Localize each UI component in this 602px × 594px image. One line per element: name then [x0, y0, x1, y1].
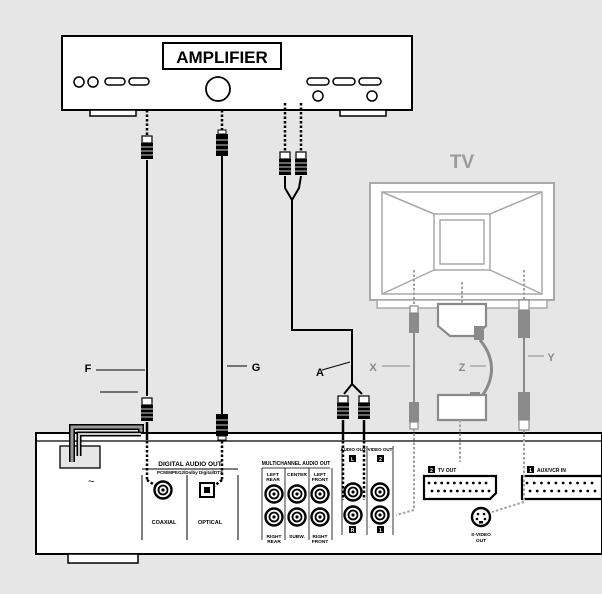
amp-knob-small-2 [87, 76, 99, 88]
player: ~ DIGITAL AUDIO OUT PCM/MPEG2/Dolby Digi… [35, 432, 602, 564]
right-front-label-1: RIGHT [313, 534, 328, 540]
audio-l-jack [343, 482, 363, 502]
cable-z-bottom-scart [436, 393, 488, 422]
left-rear-label-2: REAR [266, 477, 280, 483]
cable-a: A [278, 103, 371, 500]
cable-g-label: G [252, 362, 261, 374]
tv: TV [369, 152, 555, 309]
cable-a-bottom-plug-right [357, 395, 371, 420]
audio-r-label: R [351, 528, 355, 534]
subw-label: SUBW. [289, 534, 305, 540]
cable-f-bottom-plug [140, 397, 154, 422]
video-out-title: VIDEO OUT [368, 447, 393, 452]
svideo-jack [470, 506, 492, 528]
cable-y-bottom-plug [518, 392, 530, 420]
svideo-label-2: OUT [476, 538, 486, 544]
amp-volume-knob [205, 76, 231, 102]
tv-label: TV [450, 152, 475, 173]
aux-vcr-in-scart-port [520, 474, 602, 501]
video-1-label: 1 [379, 528, 382, 534]
right-front-label-2: FRONT [312, 539, 329, 545]
cable-y: Y [491, 270, 555, 513]
jack-left-rear [264, 484, 284, 504]
jack-right-front [310, 507, 330, 527]
svideo-label-1: S-VIDEO [471, 532, 491, 538]
left-rear-label-1: LEFT [267, 472, 279, 478]
cable-g: G [213, 110, 261, 487]
cable-y-label: Y [547, 352, 555, 364]
right-rear-label-1: RIGHT [267, 534, 282, 540]
audio-l-label: L [351, 457, 354, 463]
aux-vcr-in-num: 1 [529, 468, 532, 474]
cable-y-top-plug [518, 310, 530, 338]
center-label: CENTER [287, 472, 307, 478]
right-rear-label-2: REAR [267, 539, 281, 545]
video-2-label: 2 [379, 457, 382, 463]
tv-out-scart-port [422, 474, 498, 501]
audio-out-title: AUDIO OUT [340, 447, 366, 452]
jack-left-front [310, 484, 330, 504]
cable-f: F [85, 110, 157, 488]
amplifier-label: AMPLIFIER [176, 48, 268, 67]
jack-center [287, 484, 307, 504]
cable-x-bottom-plug [409, 402, 419, 422]
cable-a-bottom-plug-left [336, 395, 350, 420]
tv-out-num: 2 [430, 468, 433, 474]
tv-out-scart-pins [427, 481, 491, 493]
amplifier: AMPLIFIER [61, 35, 413, 117]
coaxial-jack [153, 480, 173, 500]
cable-x-label: X [369, 362, 377, 374]
cable-f-label: F [85, 363, 92, 375]
amplifier-label-box [162, 42, 282, 70]
tv-out-label: TV OUT [438, 468, 456, 474]
aux-vcr-in-label: AUX/VCR IN [537, 468, 566, 474]
left-front-label-1: LEFT [314, 472, 326, 478]
cable-x-top-plug [409, 313, 419, 333]
multichannel-title: MULTICHANNEL AUDIO OUT [262, 461, 331, 467]
cable-f-top-plug [140, 135, 154, 160]
cable-a-top-plug-left [278, 151, 292, 176]
jack-right-rear [264, 507, 284, 527]
cable-z-label: Z [459, 362, 466, 374]
cable-x: X [369, 270, 419, 516]
cable-a-top-plug-right [294, 151, 308, 176]
digital-audio-out-title: DIGITAL AUDIO OUT [158, 461, 221, 468]
digital-audio-out-subtitle: PCM/MPEG2/Dolby Digital/DTS [157, 470, 223, 475]
jack-subw [287, 507, 307, 527]
cable-a-label: A [316, 367, 324, 379]
power-symbol: ~ [88, 476, 94, 488]
optical-label: OPTICAL [198, 520, 223, 526]
aux-vcr-in-scart-pins [525, 481, 597, 493]
left-front-label-2: FRONT [312, 477, 329, 483]
audio-r-jack [343, 505, 363, 525]
video-out-jack-2 [370, 482, 390, 502]
amp-knob-small-1 [73, 76, 85, 88]
cable-z: Z [436, 282, 493, 462]
coaxial-label: COAXIAL [152, 520, 177, 526]
video-out-jack-1 [370, 505, 390, 525]
